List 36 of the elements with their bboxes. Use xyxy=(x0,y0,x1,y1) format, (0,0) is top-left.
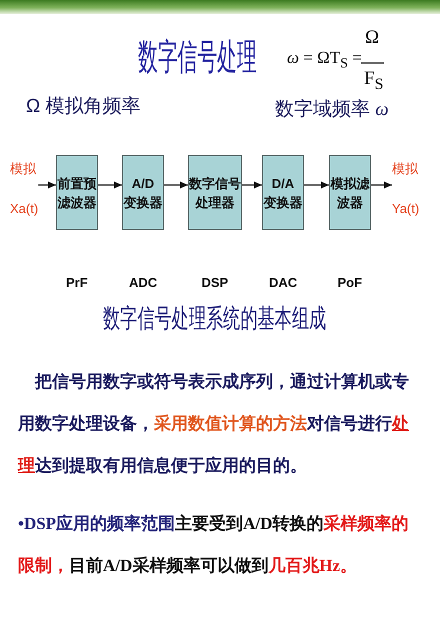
process-box xyxy=(188,155,242,230)
body-paragraph: 把信号用数字或符号表示成序列，通过计算机或专用数字处理设备，采用数值计算的方法对信号进行处理达到提取有用信息便于应用的目的。 xyxy=(18,371,410,477)
component-name: D/A xyxy=(272,174,294,192)
component-name: 模拟滤波器 xyxy=(330,174,370,212)
abbreviation-label: DAC xyxy=(269,275,298,291)
process-box xyxy=(56,155,98,230)
component-name: 变换器 xyxy=(124,194,162,212)
component-name: 数字信号处理器 xyxy=(189,174,241,212)
abbreviation-label: PrF xyxy=(66,275,88,291)
component-name: 变换器 xyxy=(264,194,302,212)
abbreviation-label: DSP xyxy=(202,275,228,291)
process-box xyxy=(329,155,371,230)
signal-label: Xa(t) xyxy=(10,201,38,217)
definition-label: 数字域频率 ω xyxy=(275,98,389,122)
arrow xyxy=(98,182,122,188)
process-box xyxy=(262,155,304,230)
component-name: 前置预滤波器 xyxy=(57,174,97,212)
arrow xyxy=(38,182,56,188)
body-paragraph: •DSP应用的频率范围主要受到A/D转换的采样频率的限制，目前A/D采样频率可以做到几百兆Hz。 xyxy=(18,513,410,577)
abbreviation-label: PoF xyxy=(338,275,362,291)
arrow xyxy=(371,182,392,188)
process-box xyxy=(122,155,164,230)
formula-text: ω = ΩT$_{S}$ = xyxy=(287,47,362,74)
signal-label: 模拟 xyxy=(10,161,36,177)
arrow xyxy=(304,182,329,188)
signal-label: 模拟 xyxy=(392,161,418,177)
signal-label: Ya(t) xyxy=(392,201,420,217)
arrow xyxy=(242,182,262,188)
fraction-numerator: Ω xyxy=(365,27,380,49)
component-name: A/D xyxy=(132,174,154,192)
slide-title: 数字信号处理 xyxy=(138,36,257,78)
abbreviation-label: ADC xyxy=(129,275,158,291)
figure-caption: 数字信号处理系统的基本组成 xyxy=(103,302,326,334)
fraction-denominator: F$_{S}$ xyxy=(364,68,384,95)
definition-label: Ω 模拟角频率 xyxy=(26,95,140,119)
arrow xyxy=(164,182,188,188)
